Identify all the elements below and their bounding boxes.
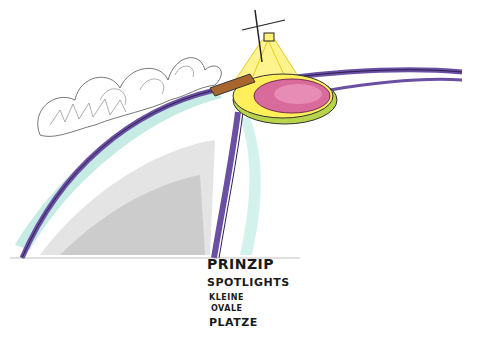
shrub-scribble [50,99,126,125]
platform-inner [254,79,330,113]
caption-line: KLEINE [209,293,244,302]
bench [210,74,255,96]
ground-shading-dark [60,175,205,255]
light-beam-ground [240,118,261,255]
path-edge [330,79,462,90]
caption-line: OVALE [211,304,243,313]
caption-line: PRINZIP [207,256,274,272]
platform-highlight [274,84,322,104]
lamp-arm [242,20,285,30]
path-edge [214,112,238,258]
grass-strip [15,88,222,250]
caption-line: PLATZE [209,316,258,329]
path-edge-line [219,112,243,258]
path-edge-line [22,70,462,258]
caption-line: SPOTLIGHTS [207,276,290,289]
lamp-pole [255,10,262,62]
path-edge [22,70,462,258]
spotlight [264,33,274,41]
